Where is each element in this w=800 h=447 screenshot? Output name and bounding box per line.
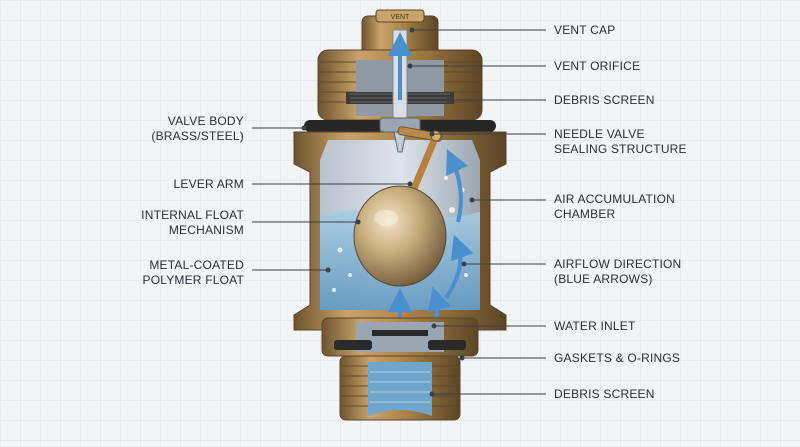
- leader-lines: [252, 27, 546, 397]
- label-debris-screen-bottom: DEBRIS SCREEN: [554, 387, 655, 401]
- label-lever-arm: LEVER ARM: [173, 177, 244, 191]
- label-vent-orifice: VENT ORIFICE: [554, 59, 641, 73]
- label-polymer-float: METAL-COATED POLYMER FLOAT: [142, 258, 244, 287]
- label-gaskets: GASKETS & O-RINGS: [554, 351, 681, 365]
- float-ball: [353, 185, 447, 287]
- label-internal-float: INTERNAL FLOAT MECHANISM: [141, 208, 244, 237]
- lower-neck: [321, 317, 479, 357]
- bottom-threaded-inlet: [339, 355, 461, 421]
- cap-engraving-text: VENT: [391, 14, 410, 21]
- debris-screen-bottom-shape: [368, 362, 432, 416]
- label-airflow: AIRFLOW DIRECTION (BLUE ARROWS): [554, 257, 682, 286]
- gasket-right: [428, 340, 466, 350]
- label-water-inlet: WATER INLET: [554, 319, 636, 333]
- water-inlet-ring: [372, 330, 428, 336]
- label-needle-valve: NEEDLE VALVE SEALING STRUCTURE: [554, 127, 687, 156]
- label-air-chamber: AIR ACCUMULATION CHAMBER: [554, 192, 675, 221]
- gasket-left: [334, 340, 372, 350]
- label-debris-screen-top: DEBRIS SCREEN: [554, 93, 655, 107]
- label-valve-body: VALVE BODY (BRASS/STEEL): [151, 114, 244, 143]
- label-vent-cap: VENT CAP: [554, 23, 616, 37]
- top-threaded-collar: [317, 29, 483, 121]
